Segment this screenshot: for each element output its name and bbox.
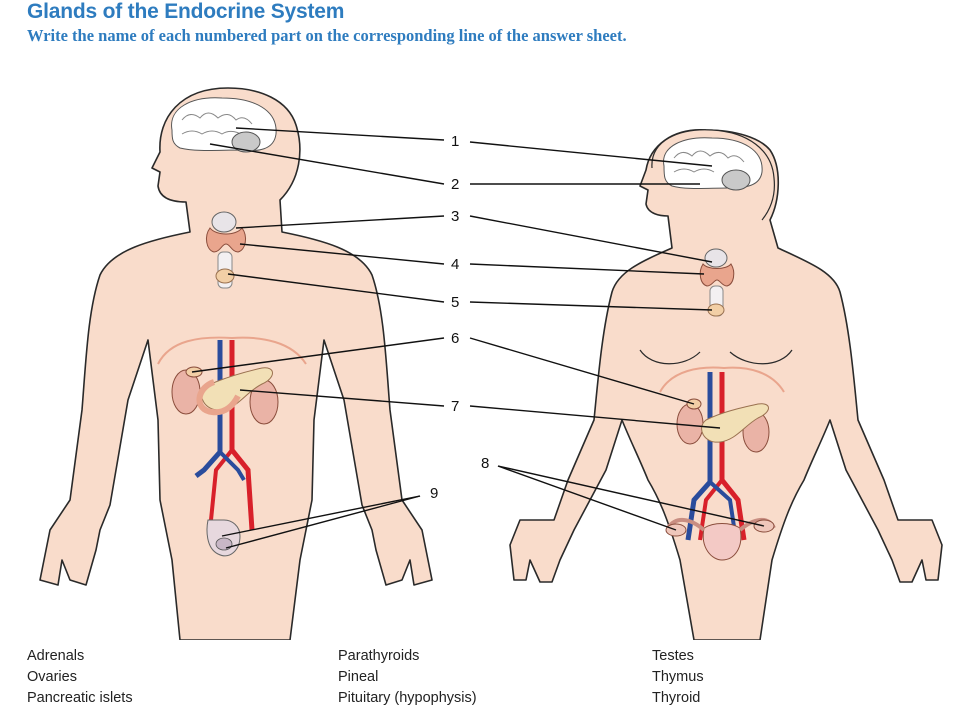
male-cerebellum (231, 131, 261, 153)
female-thyroid (699, 263, 735, 287)
leader-line-7-female (469, 405, 721, 429)
leader-line-9-a (221, 495, 421, 537)
callout-5: 5 (451, 294, 459, 311)
leader-line-4-female (469, 263, 705, 275)
female-larynx (704, 248, 728, 268)
endocrine-diagram: 1 2 3 4 5 6 7 8 9 (39, 87, 943, 640)
female-uterus (702, 523, 742, 561)
leader-line-4-male (239, 243, 445, 265)
male-testis (215, 537, 233, 551)
female-brain-folds (673, 150, 745, 173)
male-thymus (215, 268, 235, 284)
leader-line-2-male (209, 143, 445, 185)
word-bank-column-3: Testes Thymus Thyroid (652, 646, 704, 709)
male-body-outline (39, 87, 433, 640)
word-bank-item: Parathyroids (338, 648, 420, 664)
male-brain-folds (181, 112, 253, 137)
callout-7: 7 (451, 398, 459, 415)
leader-line-6-male (191, 337, 445, 373)
word-bank-item: Thyroid (652, 690, 701, 706)
callout-1: 1 (451, 133, 459, 150)
leader-line-6-female (469, 337, 695, 405)
leader-lines (191, 127, 765, 549)
word-bank-item: Pineal (338, 669, 379, 685)
leader-line-1-male (235, 127, 445, 141)
callout-3: 3 (451, 208, 459, 225)
word-bank-item: Adrenals (27, 648, 85, 664)
male-diaphragm (157, 336, 307, 365)
callout-4: 4 (451, 256, 459, 273)
word-bank-column-2: Parathyroids Pineal Pituitary (hypophysi… (338, 646, 477, 709)
male-larynx (211, 211, 237, 233)
page-instructions: Write the name of each numbered part on … (27, 26, 627, 45)
female-diaphragm (659, 366, 785, 393)
female-cerebellum (721, 169, 751, 191)
callout-8: 8 (481, 455, 489, 472)
page-title: Glands of the Endocrine System (27, 0, 345, 23)
leader-line-8-a (497, 465, 677, 531)
female-breast-line (639, 349, 793, 365)
callout-numbers: 1 2 3 4 5 6 7 8 9 (430, 133, 489, 502)
leader-line-5-male (227, 273, 445, 303)
male-thyroid (206, 227, 246, 253)
male-pancreas (201, 367, 273, 411)
male-duodenum (196, 379, 241, 416)
callout-2: 2 (451, 176, 459, 193)
male-figure (39, 87, 433, 640)
leader-line-8-b (497, 465, 765, 527)
female-figure (509, 129, 943, 640)
word-bank-item: Ovaries (27, 669, 77, 685)
callout-6: 6 (451, 330, 459, 347)
leader-line-1-female (469, 141, 713, 167)
word-bank-column-1: Adrenals Ovaries Pancreatic islets (27, 646, 133, 709)
leader-line-9-b (225, 495, 421, 549)
female-body-outline (509, 129, 943, 640)
leader-line-3-female (469, 215, 713, 263)
word-bank-item: Pituitary (hypophysis) (338, 690, 477, 706)
word-bank-item: Pancreatic islets (27, 690, 133, 706)
female-pancreas (701, 403, 769, 443)
leader-line-3-male (235, 215, 445, 229)
word-bank-item: Testes (652, 648, 694, 664)
leader-line-7-male (239, 389, 445, 407)
male-vein-right (218, 450, 246, 482)
leader-line-5-female (469, 301, 713, 311)
callout-9: 9 (430, 485, 438, 502)
word-bank-item: Thymus (652, 669, 704, 685)
